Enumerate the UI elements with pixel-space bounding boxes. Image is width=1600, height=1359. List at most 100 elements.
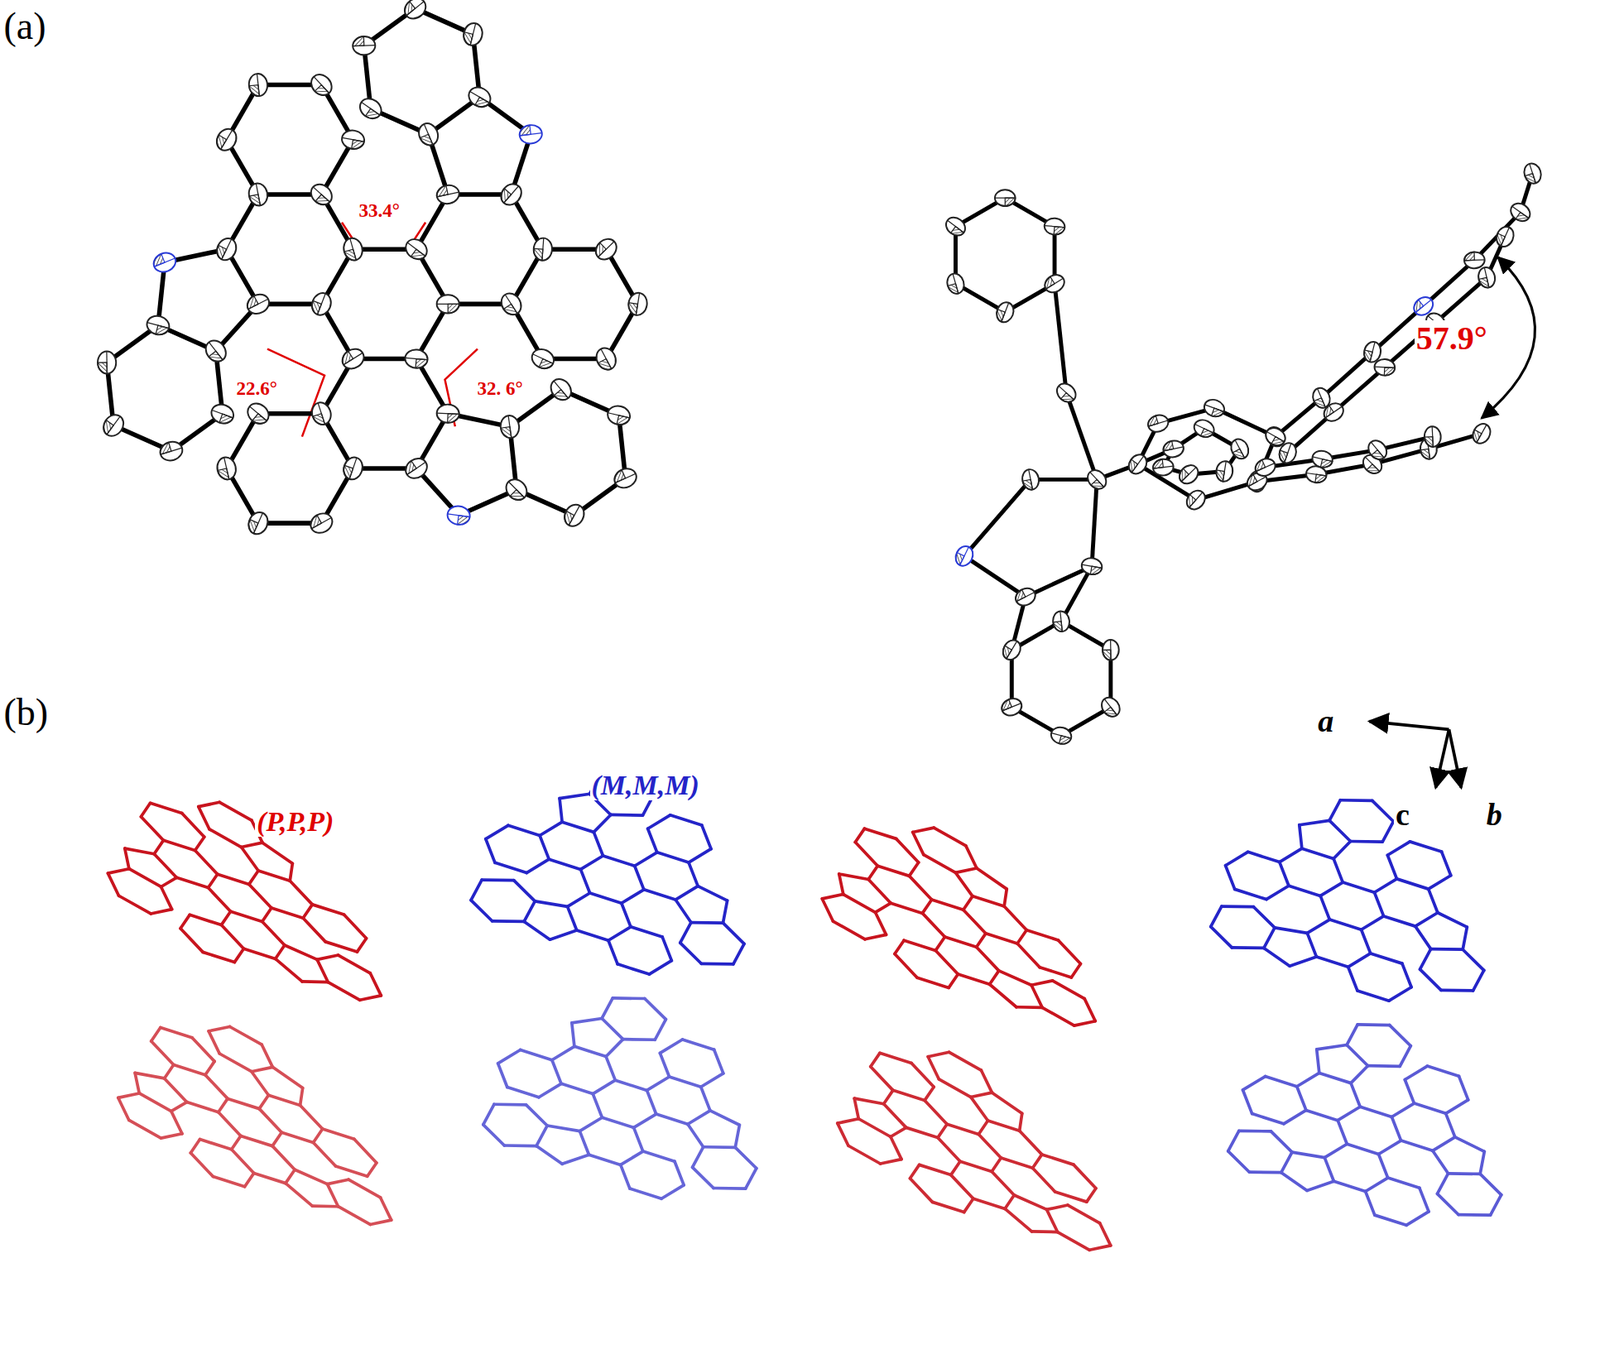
wire-bond bbox=[208, 888, 231, 913]
wire-bond bbox=[970, 1092, 993, 1097]
wire-bond bbox=[989, 984, 1017, 1007]
wire-bond bbox=[1270, 1131, 1293, 1153]
atom-ellipsoid bbox=[1476, 265, 1498, 289]
wire-bond bbox=[701, 1073, 724, 1087]
atom-axis bbox=[105, 350, 108, 374]
atom-octant bbox=[447, 413, 460, 424]
wire-bond bbox=[271, 908, 303, 918]
wire-bond bbox=[634, 852, 658, 866]
wire-bond bbox=[735, 1147, 757, 1168]
wire-bond bbox=[275, 958, 303, 981]
wire-bond bbox=[608, 927, 631, 941]
wire-bond bbox=[669, 1076, 702, 1087]
packed-molecule bbox=[118, 1026, 392, 1225]
atom-octant bbox=[1410, 299, 1424, 313]
atom-axis bbox=[311, 518, 332, 529]
atom-ellipsoid bbox=[1152, 457, 1175, 477]
atom-ellipse bbox=[355, 94, 385, 123]
atom-ellipsoid bbox=[1320, 399, 1346, 425]
atom-axis bbox=[224, 457, 230, 480]
wire-bond bbox=[219, 802, 252, 821]
atom-ellipse bbox=[401, 235, 431, 264]
atom-ellipse bbox=[547, 374, 576, 404]
atom-ellipsoid bbox=[355, 94, 385, 123]
wire-bond bbox=[991, 1171, 1014, 1196]
bond bbox=[1054, 283, 1067, 394]
wire-bond bbox=[590, 893, 622, 904]
atom-ellipsoid bbox=[533, 237, 553, 262]
wire-bond bbox=[354, 1138, 377, 1163]
wire-bond bbox=[259, 1109, 282, 1134]
atom-ellipse bbox=[1146, 413, 1171, 435]
wire-bond bbox=[1019, 1130, 1043, 1155]
wire-bond bbox=[922, 912, 945, 937]
wire-bond bbox=[1391, 1116, 1401, 1141]
atom-ellipsoid bbox=[528, 345, 558, 373]
wire-bond bbox=[221, 911, 231, 925]
wire-bond bbox=[1017, 943, 1040, 968]
atom-ellipse bbox=[341, 235, 366, 263]
atom-ellipsoid bbox=[245, 509, 271, 538]
wire-bond bbox=[1031, 1230, 1058, 1234]
wire-bond bbox=[1031, 980, 1053, 985]
atom-axis bbox=[1016, 592, 1035, 602]
atom-ellipsoid bbox=[560, 500, 588, 529]
wire-bond bbox=[890, 1127, 907, 1137]
wire-bond bbox=[326, 1184, 338, 1207]
wire-bond bbox=[1274, 927, 1307, 934]
atom-octant bbox=[312, 413, 326, 428]
wire-bond bbox=[912, 827, 935, 832]
atom-ellipse bbox=[341, 454, 366, 482]
atom-octant bbox=[1090, 479, 1105, 493]
atom-axis bbox=[1204, 404, 1224, 412]
wire-bond bbox=[854, 1098, 859, 1120]
wire-bond bbox=[1324, 1143, 1347, 1158]
atom-axis bbox=[341, 137, 365, 142]
atom-octant bbox=[1182, 494, 1197, 509]
wire-bond bbox=[1000, 1157, 1033, 1168]
atom-ellipse bbox=[1182, 486, 1209, 514]
wire-bond bbox=[1432, 1150, 1449, 1173]
angle-bracket bbox=[267, 222, 478, 438]
atom-ellipsoid bbox=[341, 454, 366, 482]
atom-ellipsoid bbox=[1043, 217, 1066, 236]
wire-bond bbox=[592, 1080, 616, 1094]
wire-bond bbox=[924, 1100, 947, 1125]
wire-bond bbox=[978, 1120, 988, 1134]
atom-ellipsoid bbox=[591, 235, 621, 265]
atom-octant bbox=[249, 85, 260, 98]
atom-ellipsoid bbox=[208, 401, 236, 427]
atom-ellipse bbox=[1043, 217, 1066, 236]
wire-bond bbox=[312, 1204, 338, 1208]
wire-bond bbox=[262, 842, 293, 864]
wire-bond bbox=[1033, 1154, 1043, 1168]
wire-bond bbox=[227, 1098, 260, 1109]
wire-bond bbox=[1361, 916, 1384, 930]
wire-bond bbox=[153, 854, 177, 879]
wire-bond bbox=[955, 872, 973, 896]
wire-bond bbox=[539, 821, 563, 836]
wire-bond bbox=[1448, 1172, 1481, 1176]
atom-axis bbox=[423, 124, 433, 145]
wire-bond bbox=[243, 948, 275, 959]
wire-bond bbox=[894, 954, 918, 979]
packed-molecule bbox=[107, 802, 381, 1000]
atom-ellipsoid bbox=[307, 180, 337, 210]
wire-bond bbox=[957, 974, 990, 985]
wire-bond bbox=[919, 1164, 952, 1175]
wire-bond bbox=[1252, 1114, 1284, 1125]
wire-bond bbox=[494, 862, 527, 873]
wire-bond bbox=[1047, 1205, 1069, 1210]
wire-bond bbox=[1086, 1188, 1096, 1202]
wire-bond bbox=[634, 1127, 644, 1152]
atom-axis bbox=[1369, 341, 1375, 362]
wire-bond bbox=[526, 1105, 548, 1126]
wire-bond bbox=[129, 869, 162, 888]
figure-label: c bbox=[1393, 797, 1412, 833]
wire-bond bbox=[1279, 848, 1303, 862]
atom-ellipsoid bbox=[244, 290, 273, 318]
wire-bond bbox=[192, 1037, 215, 1062]
wire-bond bbox=[687, 1124, 704, 1147]
atom-axis bbox=[253, 513, 263, 534]
